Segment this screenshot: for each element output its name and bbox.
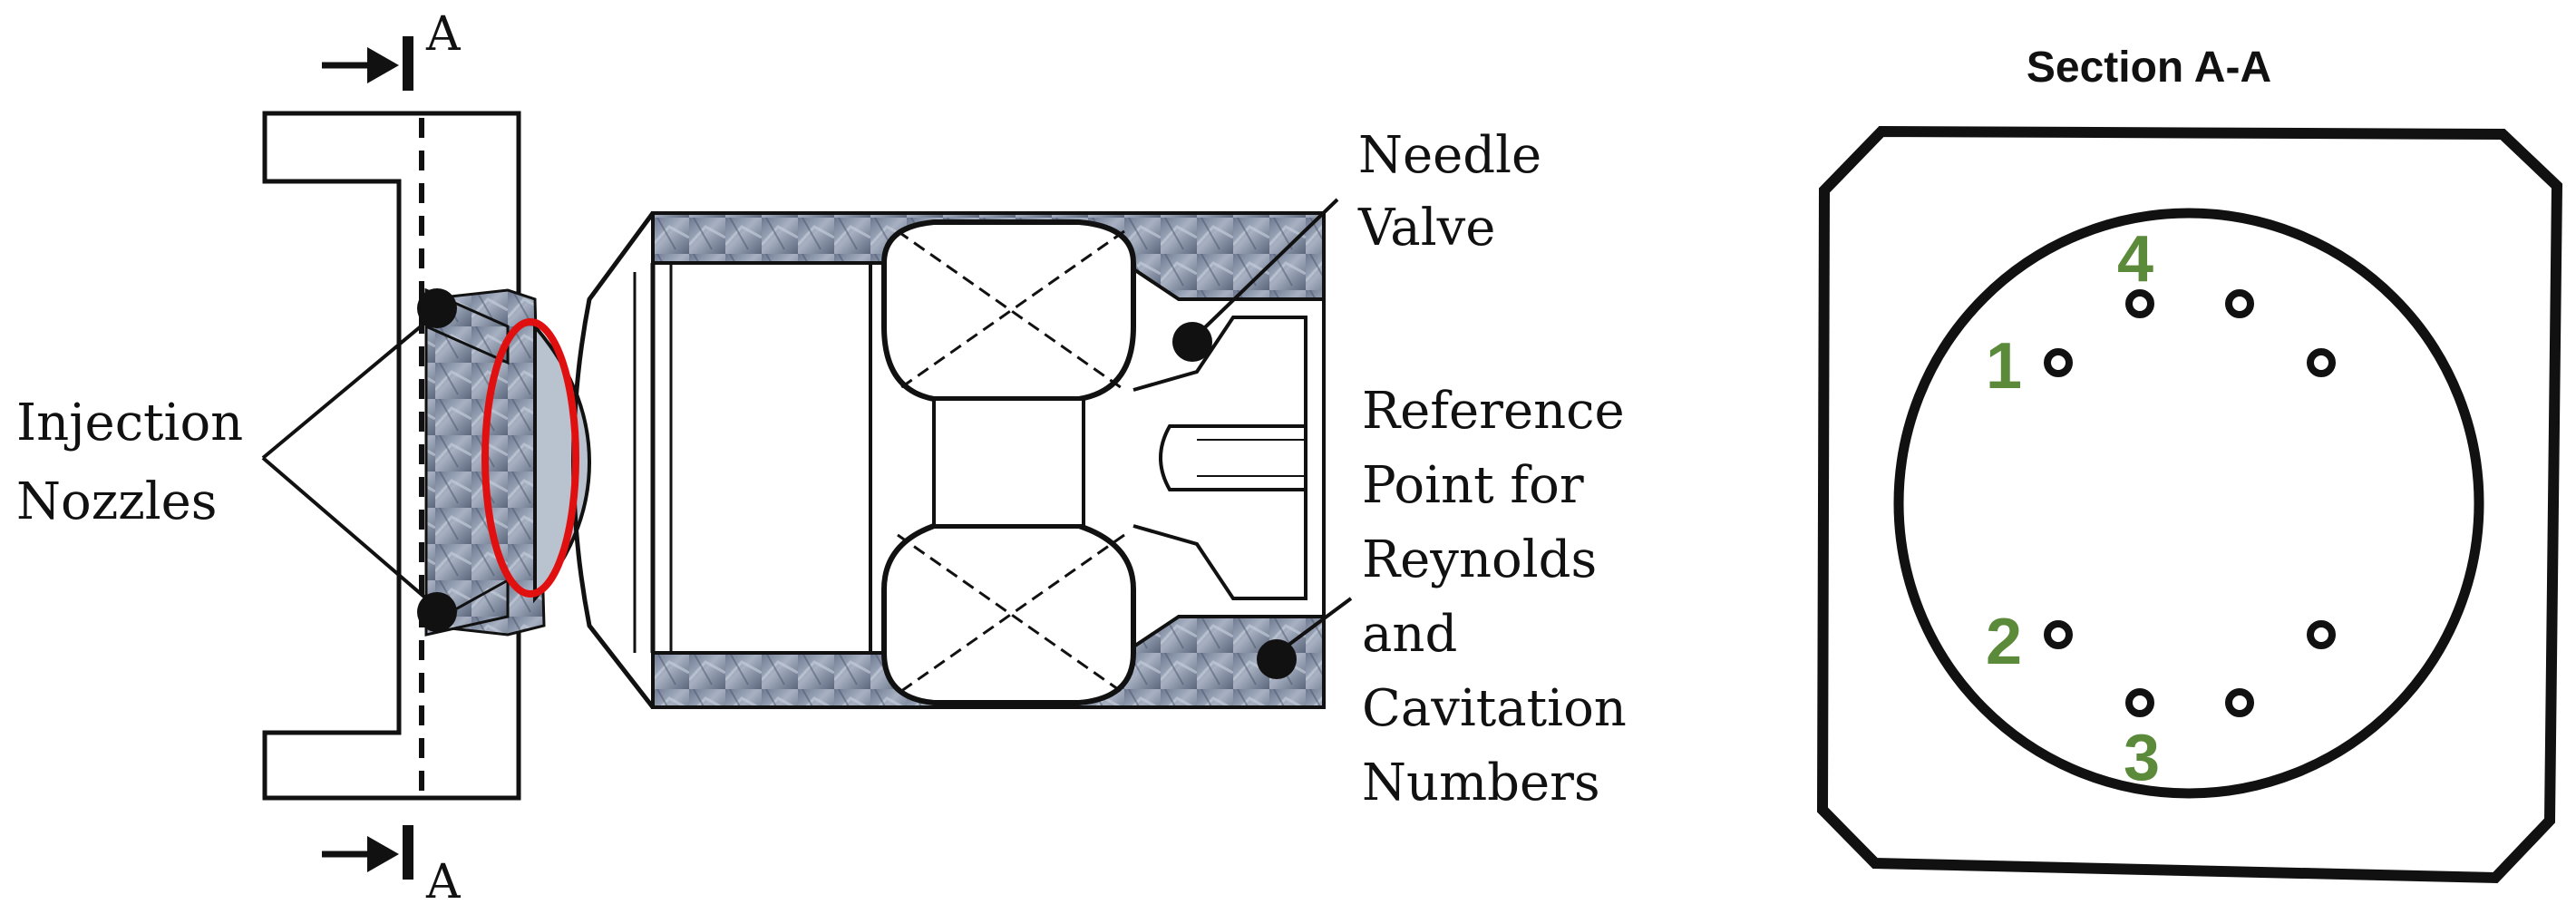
injection-nozzles-label-line1: Injection (16, 394, 243, 452)
nozzle-hole (2225, 688, 2254, 717)
nozzle-hole (2044, 348, 2073, 377)
needle-valve-callout: Needle Valve (1172, 126, 1541, 362)
nozzle-dot-upper (417, 288, 457, 328)
reference-label-line1: Reference (1362, 382, 1625, 441)
injector-cross-section: A A (16, 7, 1627, 909)
needle-valve-label-line1: Needle (1358, 126, 1541, 185)
nozzle-hole (2044, 620, 2073, 649)
nozzle-hole (2225, 289, 2254, 318)
nozzle-number-2: 2 (1986, 606, 2022, 678)
section-marker-top-label: A (425, 7, 462, 62)
section-inner-circle (1893, 208, 2484, 799)
needle-valve-label-line2: Valve (1357, 199, 1495, 258)
reference-label-line5: Cavitation (1362, 679, 1627, 738)
injection-nozzles-label-line2: Nozzles (16, 472, 218, 531)
nozzle-number-3: 3 (2124, 722, 2160, 794)
nozzle-number-1: 1 (1986, 330, 2022, 403)
section-marker-top: A (322, 7, 462, 91)
nozzle-holes (2044, 289, 2336, 717)
nozzle-number-4: 4 (2117, 223, 2153, 296)
nozzle-hole (2307, 348, 2336, 377)
needle-valve-dot (1172, 322, 1212, 362)
nozzle-hole (2307, 620, 2336, 649)
section-outer-frame (1816, 125, 2563, 884)
reference-point-callout: Reference Point for Reynolds and Cavitat… (1257, 382, 1627, 812)
reference-label-line3: Reynolds (1362, 530, 1597, 589)
reference-label-line6: Numbers (1362, 754, 1600, 812)
highlight-ellipse (481, 318, 579, 598)
reference-point-dot (1257, 639, 1297, 679)
section-a-a: Section A-A 4 1 2 3 (1816, 44, 2563, 884)
section-marker-bottom-label: A (425, 855, 462, 909)
nozzle-hole (2125, 688, 2154, 717)
section-marker-bottom: A (322, 825, 462, 909)
reference-label-line4: and (1362, 605, 1457, 664)
nozzle-dot-lower (417, 592, 457, 632)
injection-nozzles-callout: Injection Nozzles (16, 288, 457, 632)
injector-body (571, 211, 1326, 709)
section-title: Section A-A (2027, 44, 2271, 92)
reference-label-line2: Point for (1362, 456, 1584, 515)
nozzle-hole (2125, 289, 2154, 318)
